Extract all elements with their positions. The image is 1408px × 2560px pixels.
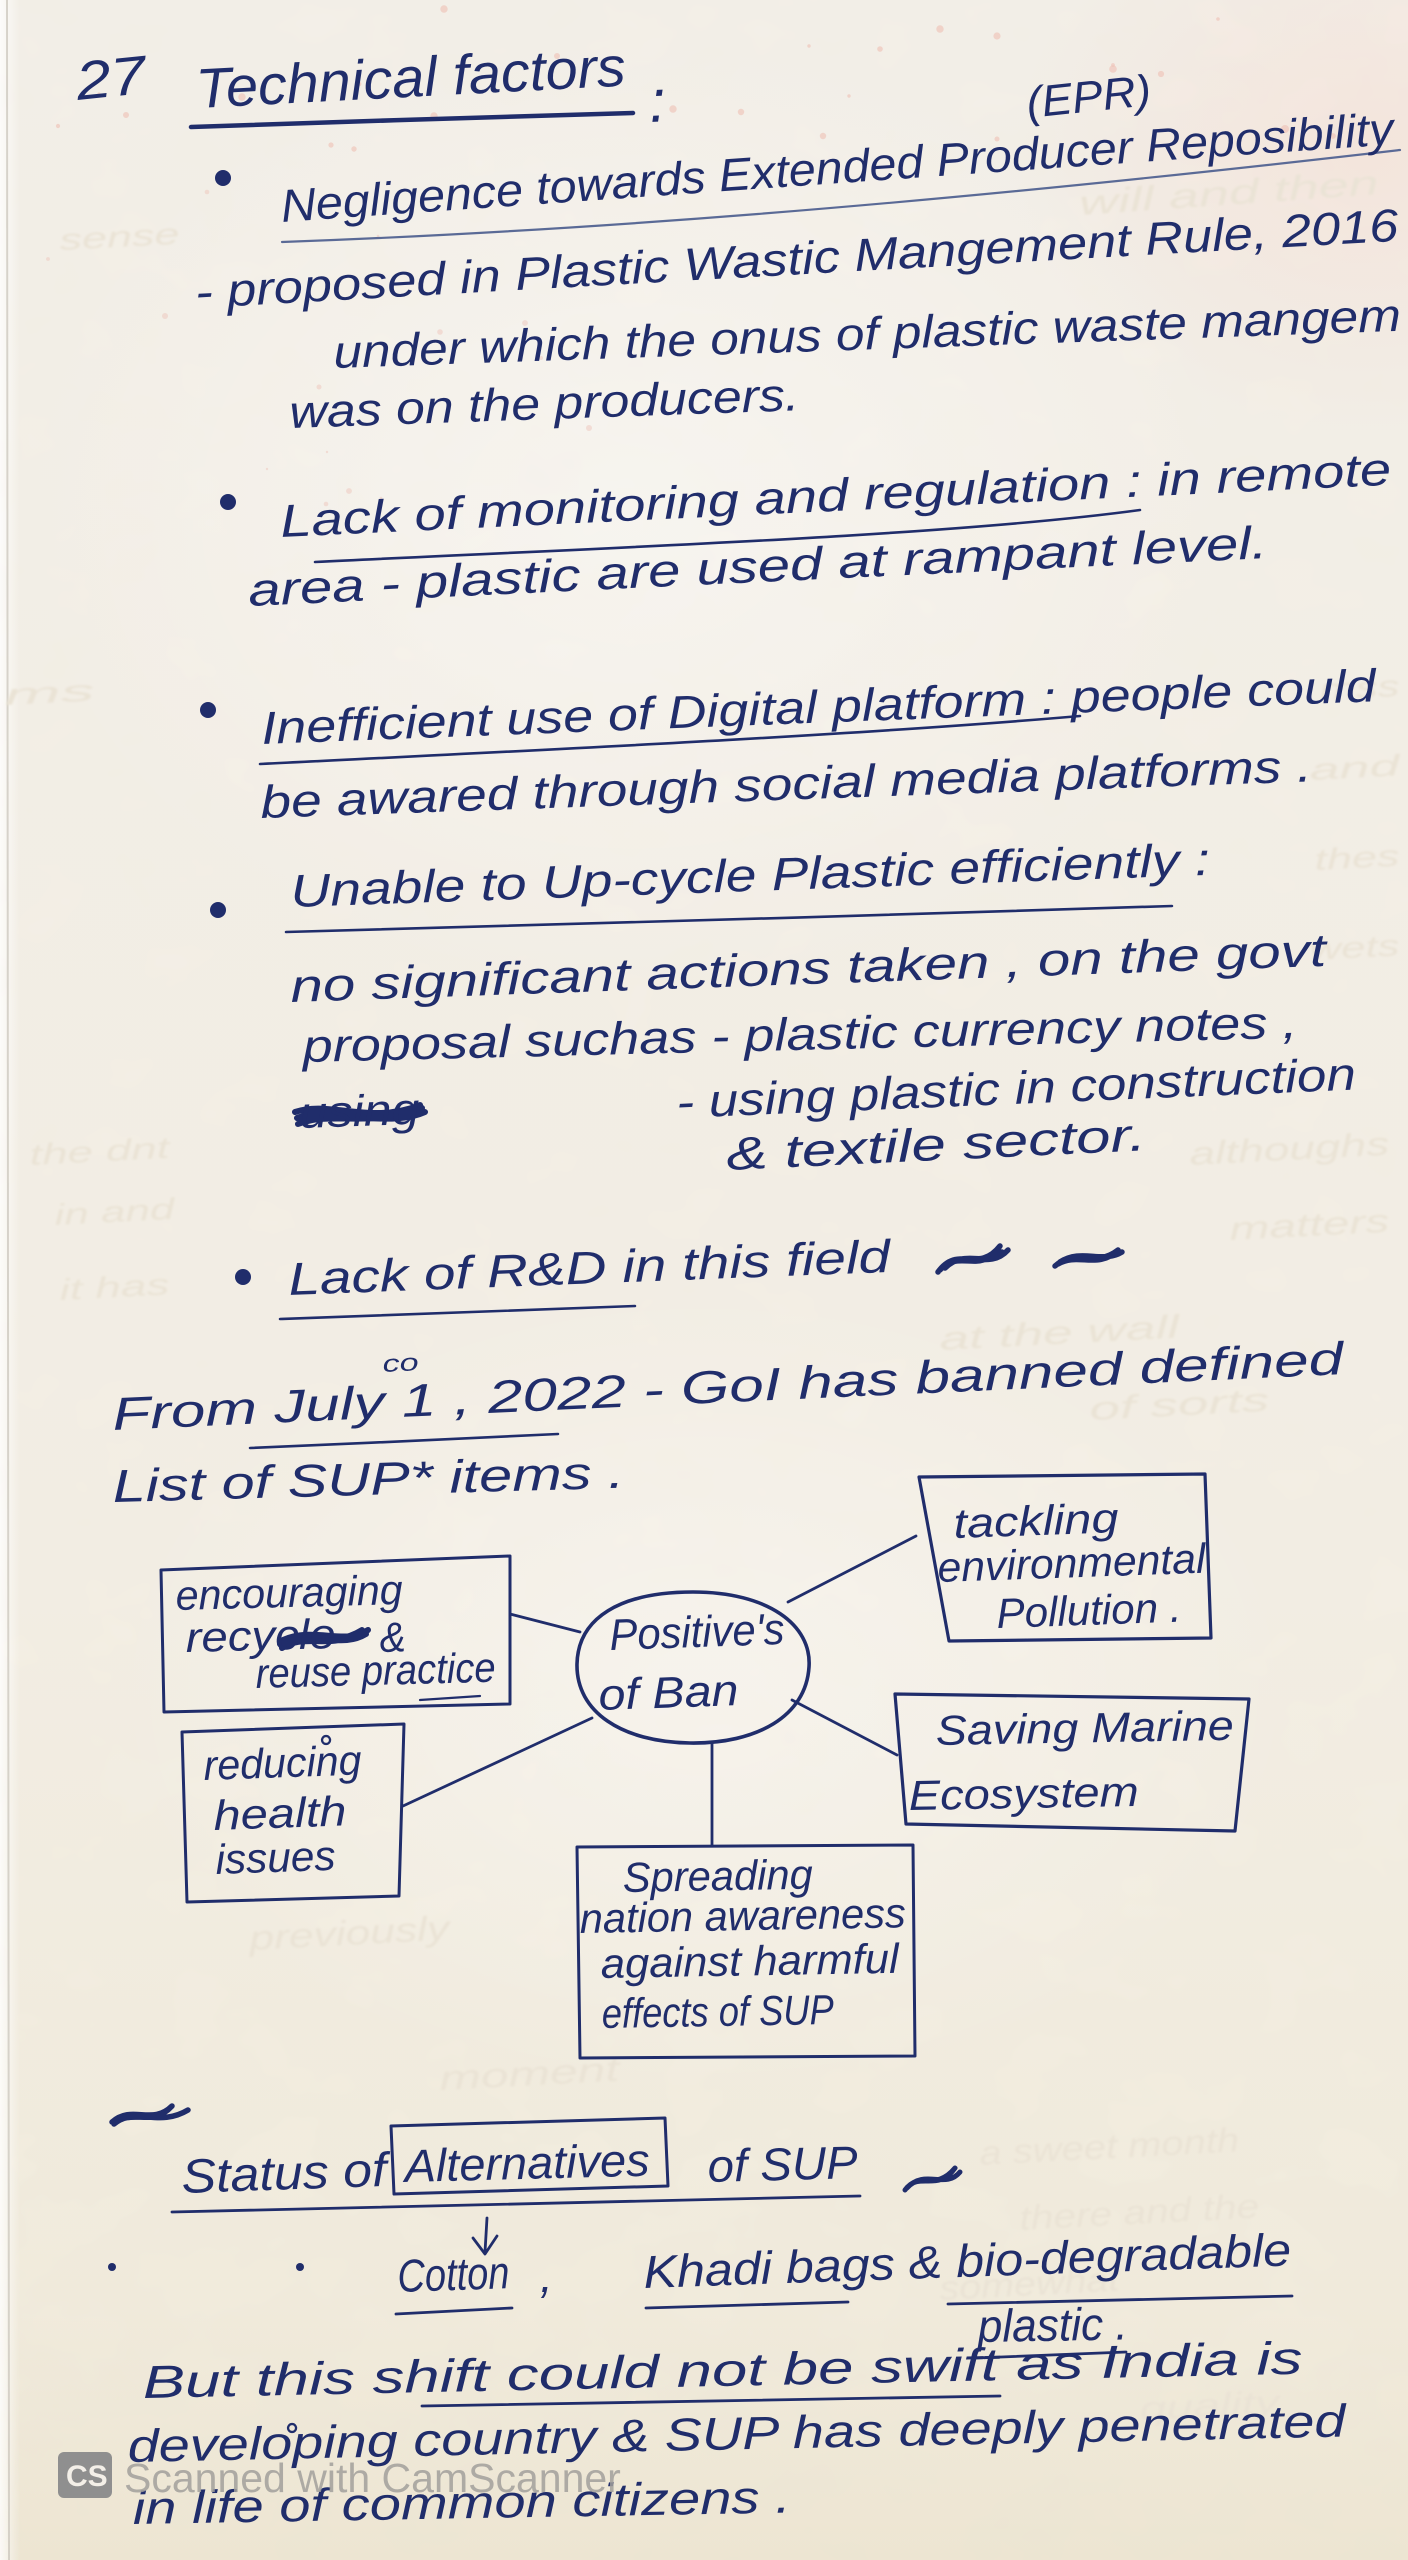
svg-text:in life of common citizens .: in life of common citizens .: [132, 2471, 791, 2534]
svg-text:mss: mss: [1319, 670, 1401, 707]
svg-text:matters: matters: [1228, 1203, 1390, 1247]
svg-text:sense: sense: [59, 218, 181, 257]
svg-text:nation awareness: nation awareness: [579, 1889, 906, 1942]
svg-text:issues: issues: [215, 1832, 337, 1883]
svg-text:co: co: [382, 1349, 419, 1378]
svg-text:Alternatives: Alternatives: [401, 2134, 650, 2192]
svg-text:CS: CS: [66, 2460, 108, 2493]
svg-text:against harmful: against harmful: [600, 1935, 901, 1987]
svg-text:thes: thes: [1314, 840, 1401, 877]
svg-text:reducing: reducing: [203, 1737, 363, 1789]
svg-text:27: 27: [72, 45, 151, 112]
svg-text:environmental: environmental: [937, 1535, 1208, 1591]
svg-text:Spreading: Spreading: [622, 1851, 813, 1901]
svg-text:Status of: Status of: [181, 2144, 393, 2204]
svg-text:Ecosystem: Ecosystem: [908, 1768, 1139, 1819]
svg-text:Positive's: Positive's: [609, 1605, 786, 1660]
svg-text:using: using: [299, 1085, 421, 1138]
svg-text:the dnt: the dnt: [29, 1132, 173, 1172]
svg-text:,: ,: [540, 2250, 553, 2302]
svg-text:health: health: [213, 1787, 348, 1839]
svg-text:recycle: recycle: [185, 1610, 336, 1661]
svg-text:ms: ms: [4, 674, 96, 712]
svg-text:wets: wets: [1309, 929, 1401, 967]
svg-text:it has: it has: [59, 1268, 171, 1307]
svg-text:of SUP: of SUP: [707, 2136, 859, 2192]
svg-text:quality: quality: [1138, 2384, 1283, 2427]
svg-text:Cotton: Cotton: [397, 2246, 511, 2302]
svg-text:Scanned with CamScanner: Scanned with CamScanner: [124, 2455, 621, 2501]
svg-text:Pollution .: Pollution .: [996, 1584, 1183, 1637]
svg-text:in and: in and: [54, 1193, 177, 1232]
svg-text:encouraging: encouraging: [175, 1566, 403, 1619]
svg-text:plastic .: plastic .: [975, 2297, 1128, 2352]
svg-text:reuse practice: reuse practice: [255, 1644, 496, 1697]
svg-text:&: &: [379, 1613, 406, 1661]
svg-text:effects of SUP: effects of SUP: [601, 1986, 834, 2037]
svg-text:of Ban: of Ban: [598, 1666, 740, 1720]
svg-text:Saving Marine: Saving Marine: [935, 1702, 1234, 1754]
svg-text:and: and: [1309, 749, 1403, 787]
svg-text::: :: [647, 67, 667, 135]
svg-text:tackling: tackling: [953, 1494, 1120, 1547]
